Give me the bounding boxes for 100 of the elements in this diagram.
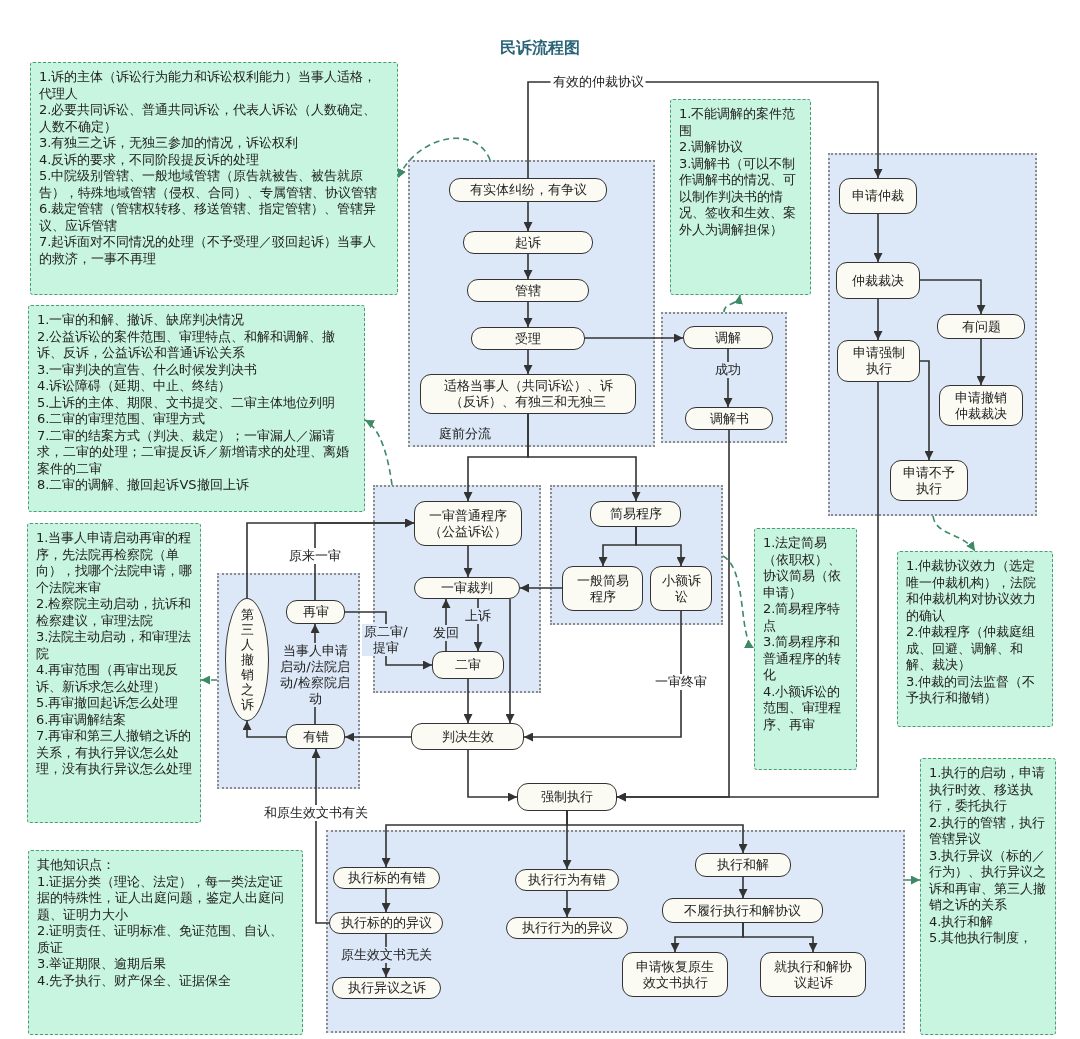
note-item: 3.简易程序和普通程序的转化 [763,634,842,684]
process-box: 再审 [286,600,345,624]
arrow [919,279,986,315]
arrow [873,213,883,263]
arrow [311,748,330,924]
note-item: 1.当事人申请启动再审的程序，先法院再检察院（单向），找哪个法院申请，哪个法院来审 [36,530,192,596]
arrow [742,922,818,953]
arrow [523,349,533,375]
process-box: 执行和解 [695,853,791,877]
note-item: 3.执行异议（标的／行为）、执行异议之诉和再审、第三人撤销之诉的关系 [929,847,1047,914]
note-item: 1.证据分类（理论、法定），每一类法定证据的特殊性，证人出庭问题，鉴定人出庭问题、证明力大小 [37,873,285,923]
arrow [616,381,879,802]
arrow [467,749,518,802]
note-card [30,62,398,295]
note-item: 3.举证期限、逾期后果 [37,956,168,973]
note-item: 6.二审的审理范围、审理方式 [37,411,207,428]
note-item: 1.一审的和解、撤诉、缺席判决情况 [37,312,246,329]
note-card [754,528,857,770]
process-box: 管辖 [467,279,589,302]
note-item: 1.仲裁协议效力（选定唯一仲裁机构），法院和仲裁机构对协议效力的确认 [906,558,1037,624]
dashed-arrow [200,675,218,685]
process-box: 有问题 [937,314,1025,339]
note-item: 5.其他执行制度， [929,930,1034,947]
group-panel [828,153,1037,516]
note-item: 其他知识点： [37,857,116,874]
arrow [523,610,682,742]
note-item: 2.公益诉讼的案件范围、审理特点、和解和调解、撤诉、反诉，公益诉讼和普通诉讼关系 [37,328,337,362]
process-box: 申请仲裁 [839,178,917,214]
edge-label: 原生效文书无关 [338,947,434,963]
note-item: 4.小额诉讼的范围、审理程序、再审 [763,683,842,733]
note-item: 7.再审和第三人撤销之诉的关系，有执行异议怎么处理，没有执行异议怎么处理 [36,728,192,778]
group-panel [408,160,655,447]
note-item: 5.上诉的主体、期限、文书提交、二审主体地位列明 [37,394,337,411]
process-box: 仲裁裁决 [836,262,920,299]
process-box: 申请不予执行 [890,460,968,501]
note-item: 2.证明责任、证明标准、免证范围、自认、质证 [37,923,285,956]
note-item: 7.二审的结案方式（判决、裁定）；一审漏人／漏请求，二审的处理；二审提反诉／新增请求的处理、离婚案件的二审 [37,427,350,477]
arrow [523,201,533,232]
process-box: 执行标的有错 [333,867,440,889]
process-box: 起诉 [463,231,593,254]
note-item: 2.简易程序特点 [763,601,842,634]
note-item: 3.仲裁的司法监督（不予执行和撤销） [906,673,1037,707]
note-item: 2.调解协议 [679,139,745,156]
process-box: 执行行为有错 [515,869,619,891]
note-item: 4.诉讼障碍（延期、中止、终结） [37,378,233,395]
group-panel [661,312,787,443]
process-box: 申请强制执行 [837,340,920,382]
arrow [873,298,883,341]
process-box: 申请恢复原生效文书执行 [622,952,728,997]
process-box: 调解书 [685,407,773,430]
process-box: 适格当事人（共同诉讼）、诉（反诉）、有独三和无独三 [420,374,636,414]
edge-label: 发回 [431,625,461,641]
edge-label: 原二审/提审 [362,624,410,656]
note-item: 2.执行的管辖，执行管辖异议 [929,814,1047,848]
note-item: 4.执行和解 [929,913,995,930]
process-box: 二审 [432,651,504,679]
note-item: 7.起诉面对不同情况的处理（不予受理／驳回起诉）当事人的救济，一事不再理 [39,234,378,267]
arrow [635,526,686,567]
process-box: 调解 [683,326,773,349]
note-item: 6.再审调解结案 [36,711,128,728]
process-box: 申请撤销仲裁裁决 [939,385,1023,426]
arrow [463,678,473,724]
note-item: 1.不能调解的案件范围 [679,106,797,139]
group-panel [326,830,905,1033]
arrow [463,545,473,578]
dashed-arrow [397,137,491,179]
group-panel [550,485,723,625]
process-box: 小额诉讼 [650,566,712,611]
edge-label: 庭前分流 [437,426,493,442]
process-box: 判决生效 [411,723,524,750]
process-ellipse: 第三人撤销之诉 [225,598,269,721]
process-box: 有实体纠纷，有争议 [449,178,607,202]
arrow [505,598,515,724]
dashed-arrow [364,419,393,486]
note-card [28,850,303,1035]
note-item: 5.中院级别管辖、一般地域管辖（原告就被告、被告就原告），特殊地域管辖（侵权、合同）、专属管辖、协议管辖 [39,168,378,201]
note-item: 2.必要共同诉讼、普通共同诉讼，代表人诉讼（人数确定、人数不确定） [39,102,378,135]
note-item: 3.有独三之诉，无独三参加的情况，诉讼权利 [39,135,300,152]
note-card [27,523,201,823]
diagram-title: 民诉流程图 [500,38,580,58]
arrow [381,888,391,913]
dashed-arrow [932,515,976,552]
arrow [584,333,684,343]
process-box: 一审普通程序（公益诉讼） [414,501,522,546]
dashed-arrow [904,875,921,885]
note-item: 3.法院主动启动，和审理法院 [36,629,192,662]
process-box: 不履行执行和解协议 [662,898,823,923]
note-item: 3.一审判决的宣告、什么时候发判决书 [37,361,259,378]
note-item: 5.再审撤回起诉怎么处理 [36,695,180,712]
note-item: 2.检察院主动启动，抗诉和检察建议，审理法院 [36,596,192,629]
arrow [527,413,641,502]
process-box: 执行行为的异议 [506,917,628,939]
note-item: 6.裁定管辖（管辖权转移、移送管辖、指定管辖）、管辖异议、应诉管辖 [39,201,378,234]
edge-label: 原来一审 [287,548,343,564]
arrow [566,810,748,854]
note-item: 4.再审范围（再审出现反诉、新诉求怎么处理） [36,662,180,695]
process-box: 执行异议之诉 [332,977,441,999]
process-box: 强制执行 [517,783,617,811]
note-item: 1.执行的启动，申请执行时效、移送执行，委托执行 [929,765,1047,815]
note-item: 4.先予执行、财产保全、证据保全 [37,972,233,989]
